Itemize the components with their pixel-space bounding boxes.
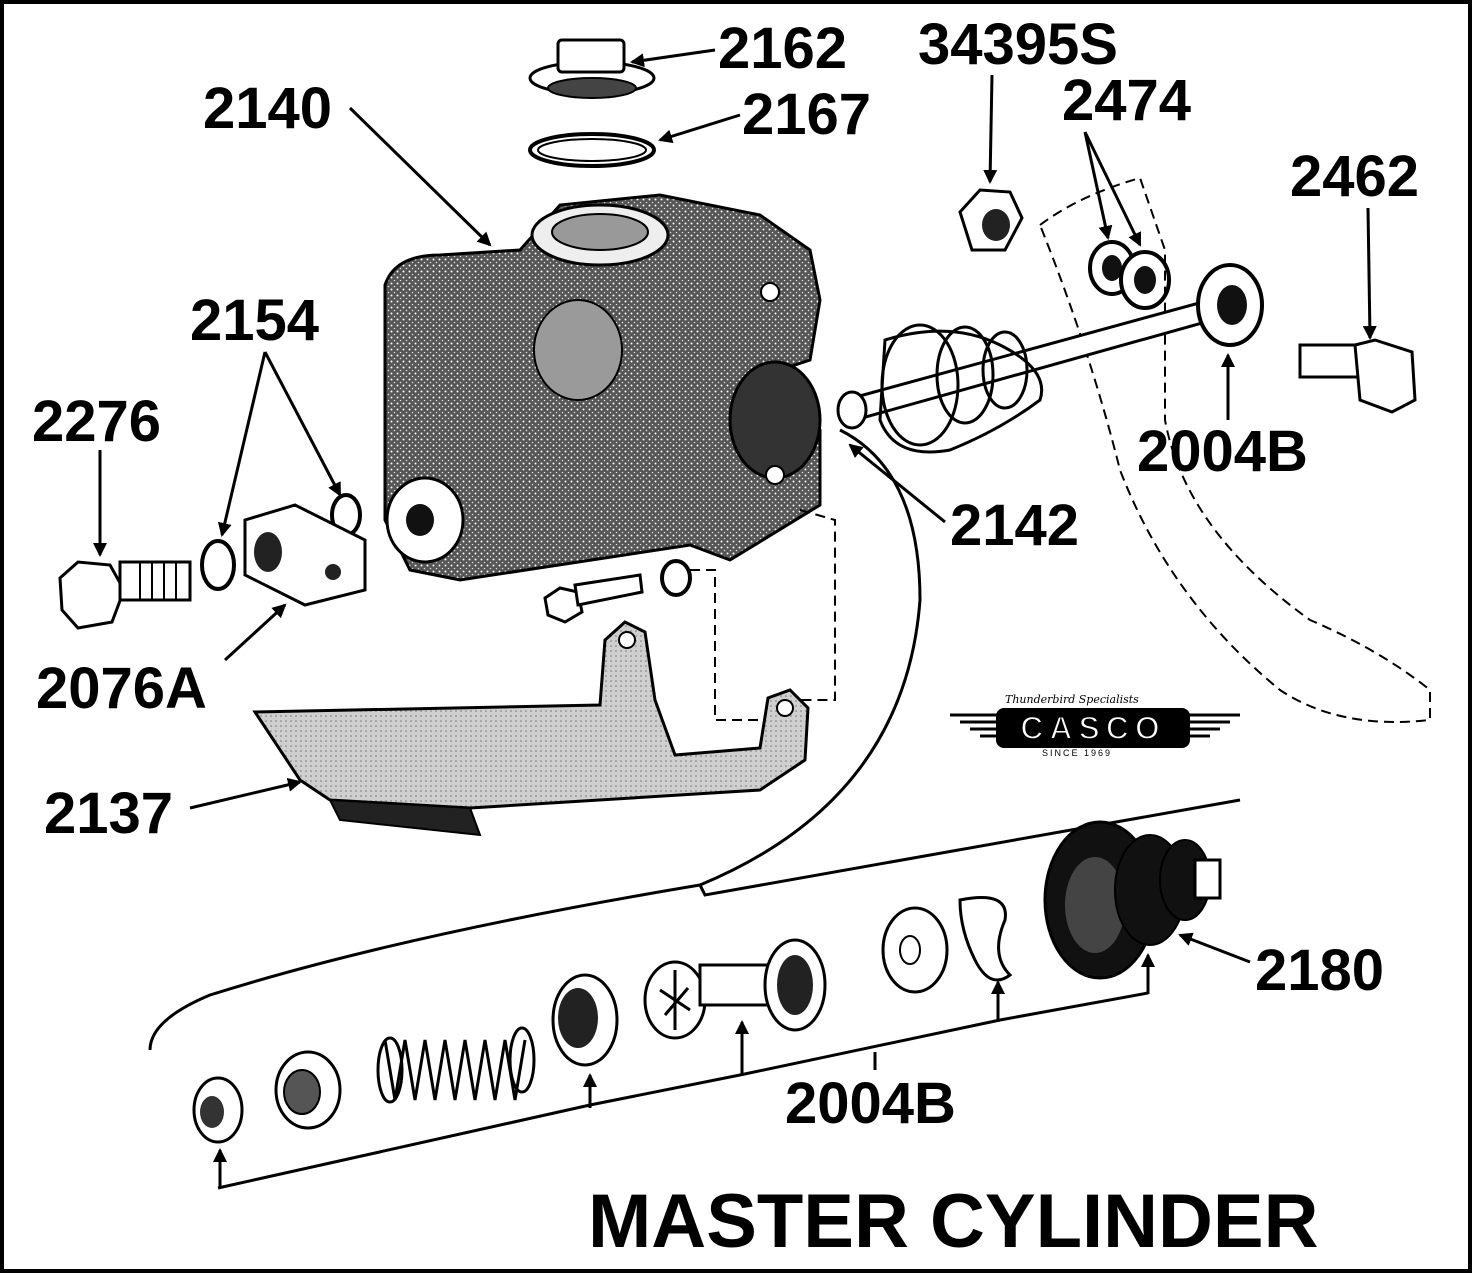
lock-wire-part: [958, 896, 1013, 982]
primary-cup-part: [551, 973, 619, 1067]
piston-part: [643, 938, 827, 1040]
part-label-34395s: 34395S: [918, 12, 1118, 77]
logo-since: SINCE 1969: [1042, 748, 1113, 758]
internal-parts-row: [192, 820, 1222, 1144]
part-label-2154: 2154: [190, 288, 320, 353]
check-valve-part: [274, 1050, 342, 1130]
boot-part: [1043, 820, 1222, 980]
nut-part: [958, 188, 1024, 252]
part-label-2076a: 2076A: [36, 656, 207, 721]
part-label-2004b-bottom: 2004B: [785, 1071, 956, 1136]
check-valve-seat-part: [192, 1076, 244, 1144]
bolt-part: [1298, 338, 1417, 414]
stop-washer-part: [881, 906, 949, 994]
part-label-2142: 2142: [950, 493, 1080, 558]
part-label-2137: 2137: [44, 781, 174, 846]
brake-line-block-part: [243, 503, 367, 607]
part-label-2167: 2167: [742, 82, 872, 147]
return-spring-part: [376, 1026, 536, 1104]
casco-logo-wings: [950, 708, 1240, 748]
banjo-bolt-part: [58, 560, 192, 630]
filler-cap-part: [528, 38, 656, 99]
washers-part: [1088, 240, 1171, 310]
master-cylinder-body-part: [383, 193, 822, 582]
brake-pedal-outline: [1038, 176, 1431, 723]
cap-gasket-part: [528, 132, 656, 168]
push-rod-assembly-part: [836, 263, 1264, 454]
part-label-2004b-top: 2004B: [1137, 419, 1308, 484]
logo-tagline: Thunderbird Specialists: [1005, 693, 1139, 706]
part-label-2180: 2180: [1255, 938, 1385, 1003]
mounting-bracket-part: [252, 620, 810, 837]
logo-brand: CASCO: [1019, 709, 1166, 747]
diagram-title: MASTER CYLINDER: [588, 1179, 1319, 1264]
part-label-2162: 2162: [718, 16, 848, 81]
mounting-bolt-part: [543, 559, 692, 624]
part-label-2140: 2140: [203, 76, 333, 141]
part-label-2276: 2276: [32, 389, 162, 454]
assembly-bracket-lines: [213, 953, 1155, 1190]
part-label-2474: 2474: [1062, 68, 1192, 133]
part-label-2462: 2462: [1290, 144, 1420, 209]
leader-arrows: [93, 48, 1377, 964]
